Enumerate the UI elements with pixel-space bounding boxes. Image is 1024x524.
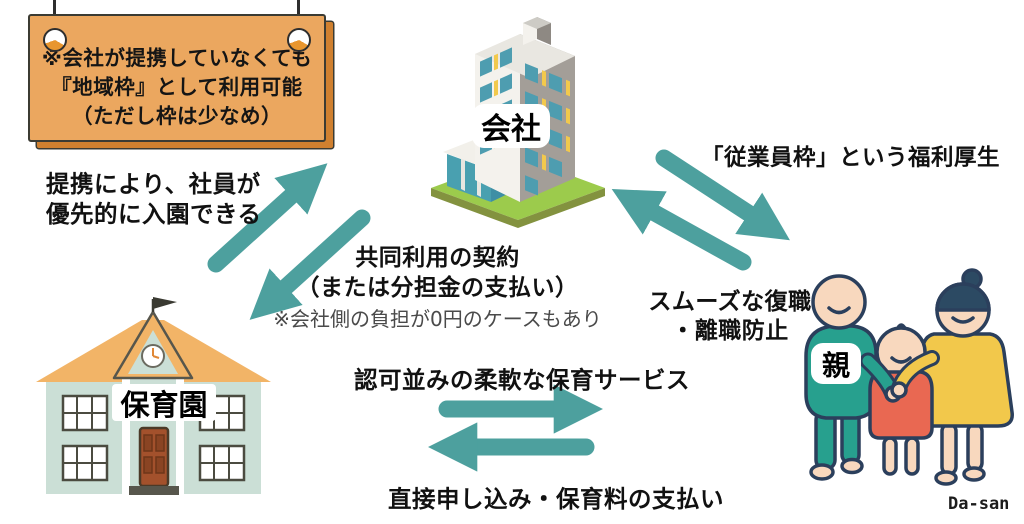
label-line: 「従業員枠」という福利厚生 (701, 145, 1001, 171)
label-line: 優先的に入園できる (46, 200, 262, 229)
parents-label-text: 親 (821, 348, 850, 382)
note-board: ※会社が提携していなくても 『地域枠』として利用可能 （ただし枠は少なめ） (28, 14, 326, 142)
label-direct-apply: 直接申し込み・保育料の支払い (388, 480, 724, 514)
label-line: スムーズな復職 (648, 289, 812, 315)
parents-node-label: 親 (811, 343, 861, 384)
label-flexible-service: 認可並みの柔軟な保育サービス (354, 361, 690, 395)
watermark-text: Da-san (948, 494, 1010, 514)
label-line: （または分担金の支払い） (296, 275, 579, 302)
label-line: 提携により、社員が (46, 170, 261, 198)
label-joint-contract-note: ※会社側の負担が0円のケースもあり (273, 306, 602, 331)
tower-roof (475, 34, 575, 78)
label-partnership: 提携により、社員が 優先的に入園できる (46, 169, 262, 229)
label-smooth-return: スムーズな復職 ・離職防止 (640, 288, 820, 346)
arrow-nursery-to-company (207, 163, 328, 273)
note-line: 『地域枠』として利用可能 (51, 74, 303, 99)
arrow-company-to-nursery (249, 209, 371, 320)
label-employee-slot: 「従業員枠」という福利厚生 (701, 140, 1000, 172)
sign-hole-right-icon (287, 28, 311, 52)
nursery-label-text: 保育園 (120, 387, 208, 422)
label-line: 直接申し込み・保育料の支払い (388, 485, 724, 513)
label-line: 認可並みの柔軟な保育サービス (354, 366, 690, 394)
sign-hole-left-icon (43, 28, 67, 52)
watermark: Da-san (948, 494, 1009, 514)
arrow-company-to-parents (655, 149, 790, 241)
label-line: ・離職防止 (671, 317, 789, 344)
arrow-parents-to-company (611, 189, 752, 271)
note-line: （ただし枠は少なめ） (72, 103, 282, 128)
note-line: ※会社が提携していなくても (41, 45, 313, 70)
school-step (129, 486, 179, 495)
company-label-text: 会社 (481, 112, 541, 147)
nursery-node-label: 保育園 (112, 384, 216, 422)
flag-icon (153, 297, 177, 309)
company-node-label: 会社 (472, 104, 550, 148)
label-joint-contract: 共同利用の契約 （または分担金の支払い） ※会社側の負担が0円のケースもあり (265, 243, 610, 334)
child-figure (868, 323, 934, 476)
note-board-text: ※会社が提携していなくても 『地域枠』として利用可能 （ただし枠は少なめ） (42, 44, 312, 131)
mother-arm (890, 350, 940, 399)
label-line: 共同利用の契約 (355, 245, 520, 271)
